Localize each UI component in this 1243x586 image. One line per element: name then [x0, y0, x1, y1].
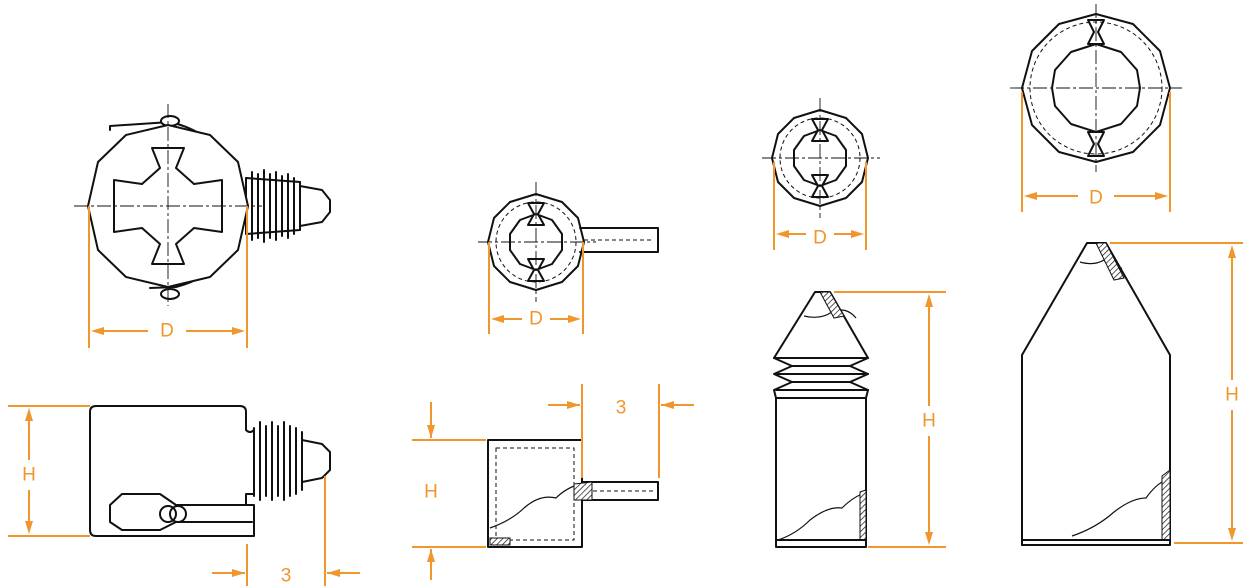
- part4-notch-bottom: [1087, 131, 1105, 157]
- part2-notch-bottom: [527, 258, 545, 282]
- part1-clip-hole-left: [159, 505, 177, 523]
- part3-bellows-folds: [775, 365, 869, 391]
- dim-h2: H: [412, 402, 486, 580]
- part1-side-view: [89, 405, 331, 537]
- part1-body: [89, 405, 255, 537]
- dim-d3: D: [773, 162, 867, 250]
- part1-clip: [109, 493, 253, 531]
- part2-hatch-bottom: [489, 537, 511, 546]
- dim-d1: D: [88, 206, 248, 348]
- dim-t1: 3: [212, 476, 360, 586]
- part1-cross-cutout: [113, 147, 223, 265]
- label-d1: D: [160, 321, 174, 342]
- part4-cone-hatch: [1095, 242, 1125, 281]
- label-h4: H: [1225, 385, 1239, 406]
- part4-side-view: [1021, 242, 1171, 546]
- part1-top-view: [74, 104, 331, 306]
- part3-cone-hatch: [819, 291, 845, 319]
- part1-clip-hole-right: [169, 505, 187, 523]
- part2-break-line: [489, 483, 581, 529]
- dim-d2: D: [488, 242, 584, 334]
- part2-hatch-joint: [573, 481, 593, 501]
- part4-body: [1021, 242, 1171, 546]
- label-h2: H: [424, 482, 438, 503]
- part2-notch-top: [527, 202, 545, 226]
- part1-screw-bottom: [160, 288, 180, 300]
- part3-body-break: [777, 493, 863, 541]
- part3-notch-top: [811, 118, 829, 142]
- label-d2: D: [529, 309, 543, 330]
- label-d3: D: [813, 228, 827, 249]
- part2-top-view: [478, 182, 659, 302]
- part4-body-break: [1071, 479, 1167, 537]
- label-h1: H: [22, 465, 36, 486]
- part4-body-hatch: [1161, 469, 1171, 541]
- part4-top-view: [1010, 4, 1182, 172]
- dim-t2: 3: [548, 384, 694, 478]
- dim-h3: H: [834, 291, 946, 548]
- part3-top-view: [762, 98, 880, 218]
- label-t2: 3: [616, 398, 627, 419]
- part4-notch-top: [1087, 19, 1105, 45]
- part3-notch-bottom: [811, 174, 829, 198]
- part3-body: [775, 397, 867, 548]
- part1-side-spring: [253, 421, 331, 501]
- part2-body-inner: [495, 447, 575, 541]
- part3-side-view: [773, 291, 869, 548]
- part3-body-hatch: [859, 489, 867, 541]
- dim-h1: H: [8, 405, 90, 537]
- part3-bellows: [773, 357, 869, 399]
- label-t1: 3: [281, 566, 292, 586]
- label-d4: D: [1089, 188, 1103, 209]
- part2-side-pin: [581, 481, 659, 501]
- dim-d4: D: [1021, 92, 1171, 212]
- part3-cone: [773, 291, 869, 359]
- dim-h4: H: [1110, 242, 1243, 544]
- part2-body: [487, 439, 583, 548]
- label-h3: H: [922, 411, 936, 432]
- part2-pin: [579, 227, 659, 253]
- part2-side-view: [487, 439, 659, 548]
